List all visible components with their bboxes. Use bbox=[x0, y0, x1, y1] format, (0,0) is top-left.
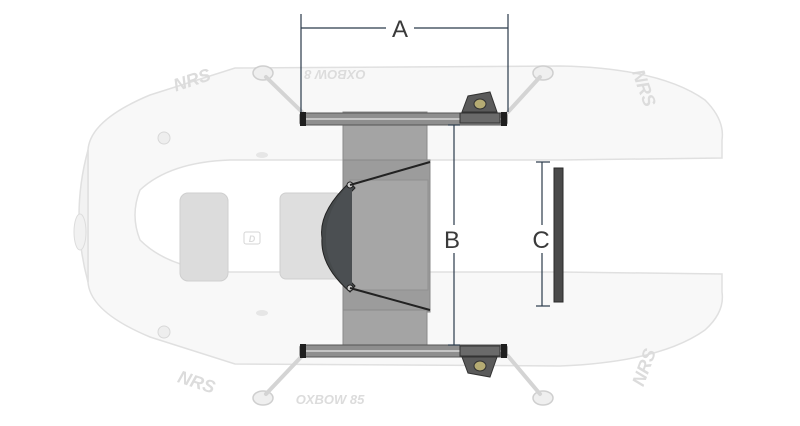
d-ring-icon bbox=[252, 390, 274, 406]
d-ring-icon bbox=[532, 65, 554, 81]
rail-endcap bbox=[300, 344, 306, 358]
strap bbox=[264, 354, 304, 396]
drain-icon bbox=[256, 152, 268, 158]
rail-endcap bbox=[501, 344, 507, 358]
valve-icon bbox=[157, 131, 171, 145]
model-label-top: OXBOW 8 bbox=[304, 67, 366, 82]
oarlock-icon bbox=[473, 360, 487, 372]
dimension-annotations bbox=[300, 14, 550, 346]
oar-lock-bottom bbox=[459, 345, 501, 378]
dimension-label-b: B bbox=[444, 227, 460, 254]
footrest-bar bbox=[553, 167, 564, 303]
model-label-bottom: OXBOW 85 bbox=[296, 392, 365, 407]
oarlock-icon bbox=[473, 98, 487, 110]
center-mark: D bbox=[249, 234, 256, 244]
seat-strap bbox=[349, 161, 431, 186]
center-mark-box bbox=[243, 231, 261, 245]
hull-details: D OXBOW 8 OXBOW 85 NRS NRS NRS NRS bbox=[73, 65, 660, 407]
bow-handle bbox=[73, 213, 87, 251]
drain-icon bbox=[256, 310, 268, 316]
hull-outline bbox=[87, 65, 724, 367]
rail-endcap bbox=[501, 112, 507, 126]
floor-pad-rear bbox=[179, 192, 229, 282]
dimension-label-c: C bbox=[532, 227, 549, 254]
rail-endcap bbox=[300, 112, 306, 126]
d-ring-icon bbox=[532, 390, 554, 406]
brand-logo: NRS bbox=[175, 367, 217, 398]
strap bbox=[506, 354, 542, 396]
valve-icon bbox=[157, 325, 171, 339]
dimension-label-a: A bbox=[392, 16, 408, 43]
frame bbox=[299, 91, 564, 378]
strap bbox=[506, 75, 542, 114]
frame-deck-inner bbox=[349, 179, 429, 291]
seat-strap bbox=[349, 287, 431, 311]
seat-cushion bbox=[325, 185, 352, 290]
d-ring-icon bbox=[252, 65, 274, 81]
oar-lock-top bbox=[459, 91, 501, 124]
strap bbox=[264, 75, 304, 114]
